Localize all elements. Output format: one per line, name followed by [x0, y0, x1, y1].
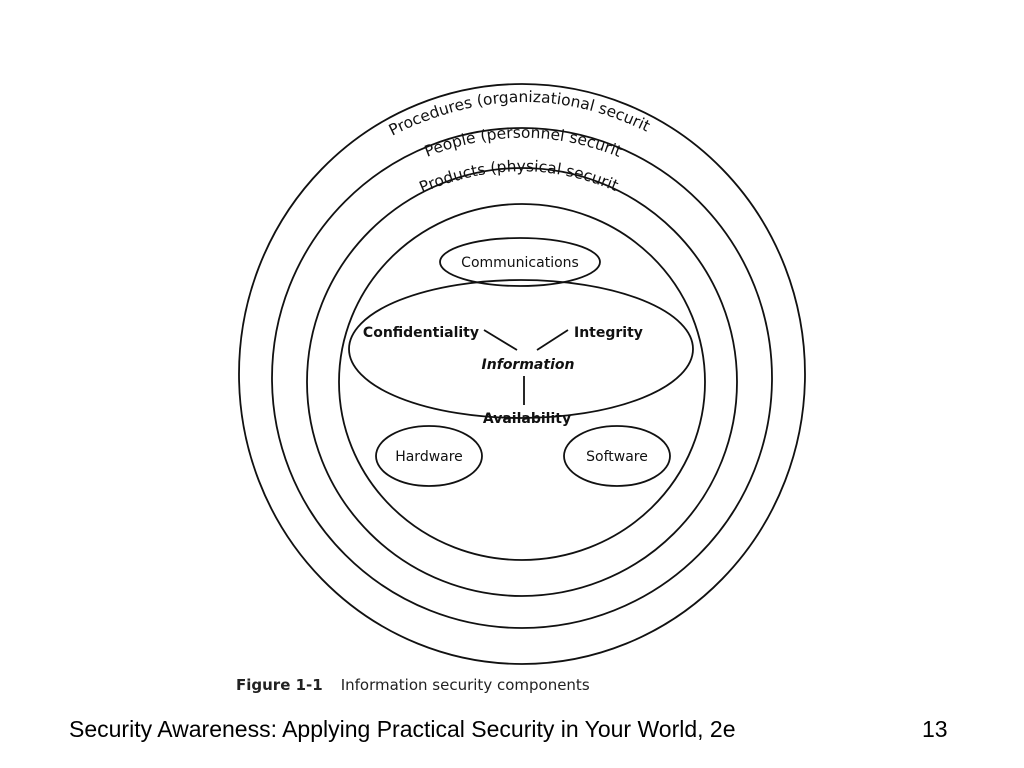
- information-label: Information: [482, 357, 575, 373]
- information-core-ellipse: [348, 279, 694, 419]
- procedures-ring: [238, 83, 806, 665]
- security-components-diagram: Procedures (organizational security) Peo…: [0, 0, 806, 665]
- communications-node: [439, 237, 601, 287]
- confidentiality-label: Confidentiality: [363, 325, 479, 341]
- products-ring: [306, 167, 738, 597]
- inner-ring: [338, 203, 706, 561]
- confidentiality-connector: [483, 329, 518, 351]
- people-ring-label: People (personnel security): [0, 0, 624, 161]
- integrity-label: Integrity: [574, 325, 643, 341]
- page-number: 13: [922, 716, 948, 742]
- figure-caption-text: Information security components: [340, 676, 590, 694]
- figure-number: Figure 1-1: [236, 676, 323, 694]
- procedures-ring-label: Procedures (organizational security): [0, 0, 653, 140]
- footer-title: Security Awareness: Applying Practical S…: [69, 716, 736, 742]
- software-node: [563, 425, 671, 487]
- availability-label: Availability: [483, 411, 571, 427]
- hardware-label: Hardware: [395, 449, 463, 465]
- figure-caption: Figure 1-1 Information security component…: [236, 676, 590, 694]
- people-ring: [271, 127, 773, 629]
- communications-label: Communications: [461, 255, 579, 271]
- hardware-node: [375, 425, 483, 487]
- software-label: Software: [586, 449, 648, 465]
- integrity-connector: [536, 329, 569, 351]
